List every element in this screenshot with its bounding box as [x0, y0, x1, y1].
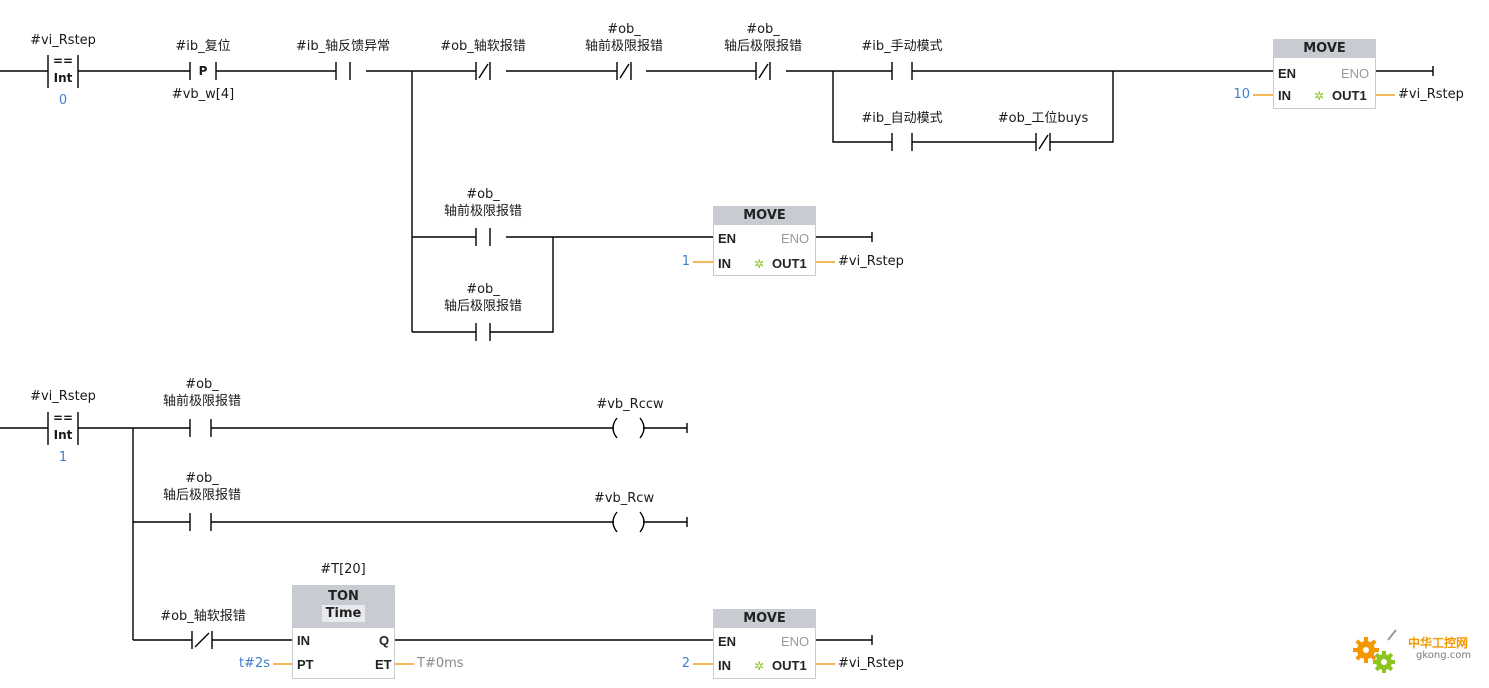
contact-rear2-label-1: #ob_ — [466, 282, 500, 297]
compare-2-type: Int — [53, 428, 73, 442]
compare-1-bars — [47, 55, 79, 88]
logo-cn-text: 中华工控网 — [1408, 636, 1469, 650]
branch-rear-wire — [412, 237, 554, 333]
contact-front2-label-2: 轴前极限报错 — [443, 204, 523, 219]
contact-auto — [891, 133, 913, 151]
contact-front-n2-label-2: 轴前极限报错 — [162, 394, 242, 409]
move2-in-value: 1 — [681, 254, 690, 269]
timer-instance: #T[20] — [320, 562, 366, 577]
contact-front-n2-label-1: #ob_ — [185, 377, 219, 392]
contact-auto-label: #ib_自动模式 — [861, 111, 943, 126]
move-block-3[interactable]: MOVE EN ENO IN ✲ OUT1 — [713, 609, 816, 679]
nc-rear-label-1: #ob_ — [746, 22, 780, 37]
compare-2-value: 1 — [58, 450, 68, 465]
move1-eno-wire — [1375, 66, 1434, 76]
timer-et-value: T#0ms — [417, 656, 464, 671]
contact-front-n2 — [189, 419, 212, 437]
contact-feedback — [335, 62, 351, 80]
move2-en: EN — [718, 231, 737, 246]
move3-out: OUT1 — [772, 658, 807, 673]
contact-rear2 — [475, 323, 491, 341]
nc-contact-busy — [1035, 133, 1051, 151]
p-contact-var: #ib_复位 — [175, 39, 231, 54]
rung-2-wire — [0, 423, 688, 433]
contact-manual-label: #ib_手动模式 — [861, 39, 943, 54]
p-contact-bit: #vb_w[4] — [171, 87, 235, 102]
move3-out-var: #vi_Rstep — [838, 656, 904, 671]
move-block-1-title: MOVE — [1274, 40, 1375, 58]
move3-in: IN — [718, 658, 731, 673]
move-block-1[interactable]: MOVE EN ENO IN ✲ OUT1 — [1273, 39, 1376, 109]
nc-busy-label: #ob_工位buys — [997, 111, 1089, 126]
move-block-2[interactable]: MOVE EN ENO IN ✲ OUT1 — [713, 206, 816, 276]
move2-star-icon: ✲ — [754, 257, 765, 271]
contact-rear-n2 — [189, 513, 212, 531]
move1-en: EN — [1278, 66, 1297, 81]
gkong-logo: 中华工控网 gkong.com — [1352, 626, 1482, 682]
move1-out: OUT1 — [1332, 88, 1367, 103]
contact-front2 — [475, 228, 491, 246]
timer-title: TON — [328, 589, 359, 604]
nc-contact-soft — [475, 62, 491, 80]
move3-star-icon: ✲ — [754, 659, 765, 673]
move-block-2-title: MOVE — [714, 207, 815, 225]
move3-in-value: 2 — [681, 656, 690, 671]
nc-rear-label-2: 轴后极限报错 — [723, 39, 803, 54]
move2-out: OUT1 — [772, 256, 807, 271]
nc-front-label-2: 轴前极限报错 — [584, 39, 664, 54]
compare-2-bars — [47, 412, 79, 445]
gear-icon — [1353, 629, 1397, 673]
move1-in: IN — [1278, 88, 1291, 103]
move2-out-var: #vi_Rstep — [838, 254, 904, 269]
nc-soft-label: #ob_轴软报错 — [440, 39, 526, 54]
coil-ccw — [612, 417, 645, 439]
nc-contact-rear — [755, 62, 771, 80]
move3-en: EN — [718, 634, 737, 649]
move1-in-value: 10 — [1233, 87, 1250, 102]
contact-rear2-label-2: 轴后极限报错 — [443, 299, 523, 314]
timer-head: TON Time — [293, 586, 394, 628]
compare-1-type: Int — [53, 71, 73, 85]
move2-eno-wire — [815, 232, 873, 242]
move1-out-var: #vi_Rstep — [1398, 87, 1464, 102]
compare-1-var: #vi_Rstep — [30, 33, 96, 48]
contact-rear-n2-label-2: 轴后极限报错 — [162, 488, 242, 503]
nc-contact-soft-n2 — [191, 631, 213, 649]
compare-1-value: 0 — [58, 93, 68, 108]
move2-in: IN — [718, 256, 731, 271]
timer-pt-value: t#2s — [238, 656, 270, 671]
p-contact-letter: P — [198, 64, 208, 78]
move3-eno-wire — [815, 635, 873, 645]
timer-in: IN — [297, 633, 310, 648]
logo-en-text: gkong.com — [1416, 650, 1472, 661]
contact-manual — [891, 62, 913, 80]
coil-cw — [612, 511, 645, 533]
move3-eno: ENO — [781, 634, 810, 649]
coil-ccw-label: #vb_Rccw — [596, 397, 664, 412]
p-contact-bars — [189, 62, 217, 80]
move1-eno: ENO — [1341, 66, 1370, 81]
timer-subtitle: Time — [321, 605, 366, 622]
contact-front2-label-1: #ob_ — [466, 187, 500, 202]
contact-feedback-label: #ib_轴反馈异常 — [295, 39, 391, 54]
contact-rear-n2-label-1: #ob_ — [185, 471, 219, 486]
coil-cw-label: #vb_Rcw — [593, 491, 655, 506]
rung-rear-n2-wire — [133, 517, 688, 527]
move1-star-icon: ✲ — [1314, 89, 1325, 103]
timer-et: ET — [375, 657, 392, 672]
nc-contact-front — [616, 62, 632, 80]
move2-eno: ENO — [781, 231, 810, 246]
nc-soft-n2-label: #ob_轴软报错 — [160, 609, 246, 624]
compare-2-var: #vi_Rstep — [30, 389, 96, 404]
timer-q: Q — [379, 633, 390, 648]
compare-2-op: == — [52, 411, 74, 425]
move-block-3-title: MOVE — [714, 610, 815, 628]
timer-pt: PT — [297, 657, 314, 672]
compare-1-op: == — [52, 54, 74, 68]
nc-front-label-1: #ob_ — [607, 22, 641, 37]
branch-auto-wire — [832, 71, 1114, 143]
timer-block[interactable]: TON Time IN Q PT ET — [292, 585, 395, 679]
